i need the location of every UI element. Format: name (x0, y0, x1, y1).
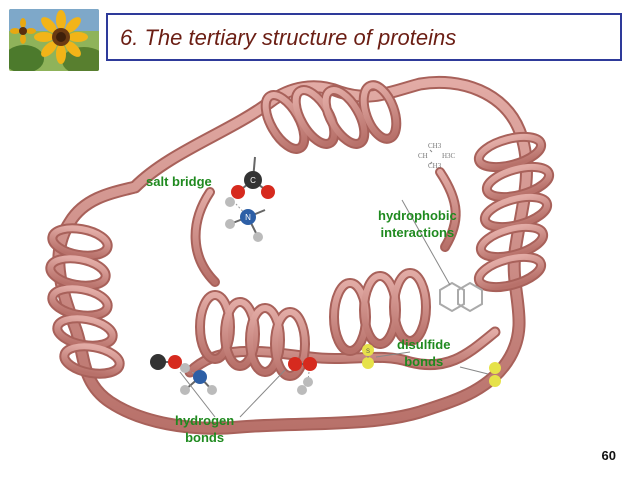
hydrogen-bonds-label: hydrogen bonds (175, 413, 235, 445)
disulfide-bonds: S (362, 344, 501, 387)
protein-ribbon (45, 75, 555, 435)
hydrogen-pointer-left (179, 371, 216, 418)
hydrophobic-pointer (401, 199, 451, 286)
h3c-label: H3C (442, 152, 456, 160)
protein-diagram: C N CH3 CH H3C CH3 S (40, 72, 560, 467)
carbon-label: C (250, 176, 256, 185)
hydrogen-bond-left (150, 354, 217, 395)
sunflower-logo (9, 9, 99, 71)
nitrogen-label: N (245, 213, 251, 222)
slide-title: 6. The tertiary structure of proteins (120, 25, 457, 50)
page-number: 60 (601, 448, 616, 463)
benzene-rings (439, 281, 483, 313)
title-box: 6. The tertiary structure of proteins (106, 13, 622, 61)
ch-label: CH (418, 152, 428, 160)
ch3-top-label: CH3 (428, 142, 442, 150)
hydrogen-pointer-right (239, 369, 286, 418)
hydrogen-bond-center (288, 357, 317, 395)
hydrophobic-groups: CH3 CH H3C CH3 (418, 142, 456, 170)
ch3-bottom-label: CH3 (428, 162, 442, 170)
salt-bridge-molecule: C N (225, 156, 275, 242)
hydrophobic-interactions-label: hydrophobic interactions (378, 208, 457, 240)
salt-bridge-label: salt bridge (146, 174, 212, 189)
disulfide-bonds-label: disulfide bonds (397, 337, 451, 369)
sulfur-label: S (366, 349, 370, 355)
